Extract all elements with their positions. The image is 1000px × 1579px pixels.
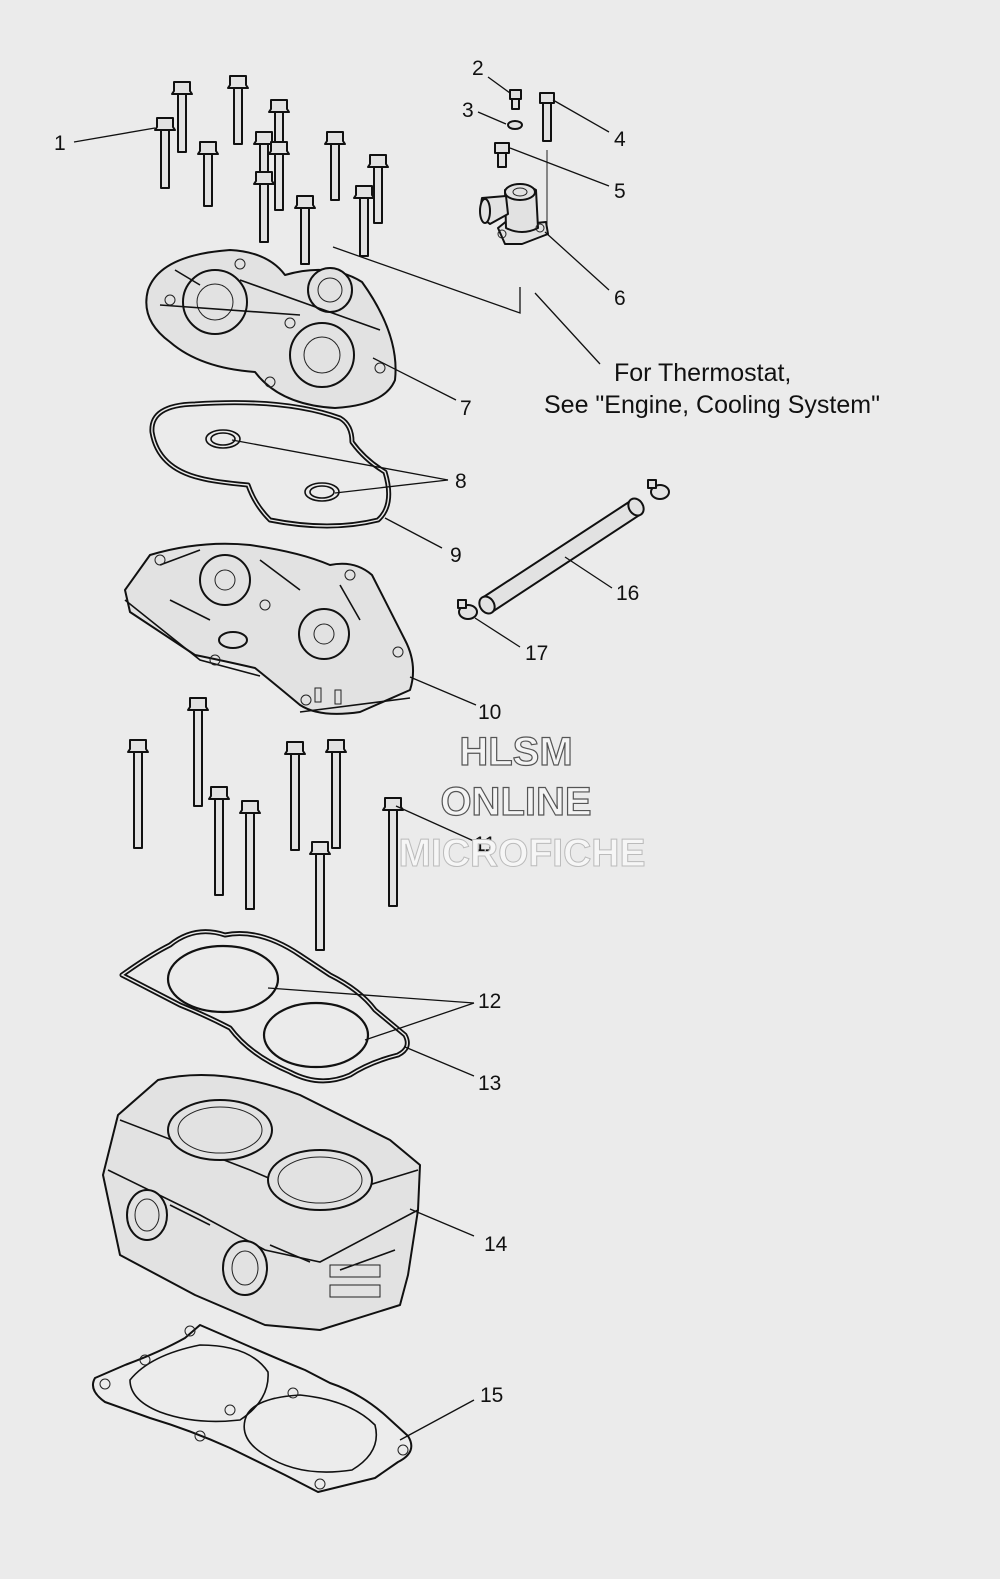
bolt-part-5 — [494, 142, 510, 168]
callout-4: 4 — [614, 128, 626, 151]
bolt-part-11 — [208, 786, 230, 896]
callout-3: 3 — [462, 99, 474, 122]
head-gasket-part-9 — [149, 400, 392, 529]
bolt-part-1 — [294, 195, 316, 265]
callout-17: 17 — [525, 642, 548, 665]
callout-15: 15 — [480, 1384, 503, 1407]
thermostat-note-line-1: For Thermostat, — [614, 359, 791, 387]
bolt-part-1 — [253, 171, 275, 243]
bolt-part-1 — [197, 141, 219, 207]
callout-8: 8 — [455, 470, 467, 493]
bolt-part-11 — [127, 739, 149, 849]
callout-13: 13 — [478, 1072, 501, 1095]
bolt-part-1 — [268, 141, 290, 211]
callout-5: 5 — [614, 180, 626, 203]
bolt-part-1 — [324, 131, 346, 201]
callout-12: 12 — [478, 990, 501, 1013]
screw-part-2 — [509, 89, 522, 110]
callout-14: 14 — [484, 1233, 508, 1256]
callout-11: 11 — [474, 833, 496, 856]
o-rings-part-12 — [166, 944, 370, 1069]
cylinder-block-part-14 — [102, 1074, 421, 1331]
callout-10: 10 — [478, 701, 501, 724]
washer-part-3 — [507, 120, 523, 130]
bolt-part-4 — [539, 92, 555, 142]
watermark-line-3: MICROFICHE — [399, 832, 646, 875]
base-gasket-part-15 — [92, 1324, 413, 1493]
leader-lines — [73, 76, 613, 1441]
callout-labels: 1 2 3 4 5 6 7 8 9 10 11 12 13 14 15 16 1… — [54, 57, 639, 1407]
thermostat-note-line-2: See "Engine, Cooling System" — [544, 391, 880, 419]
callout-7: 7 — [460, 397, 472, 420]
watermark-line-2: ONLINE — [440, 780, 591, 824]
callout-16: 16 — [616, 582, 639, 605]
cylinder-head-cover-part-7 — [145, 249, 397, 409]
cylinder-head-bolts — [127, 697, 404, 951]
bolt-part-11 — [187, 697, 209, 807]
callout-9: 9 — [450, 544, 462, 567]
bolt-part-1 — [367, 154, 389, 224]
bolt-part-11 — [239, 800, 261, 910]
bolt-part-1 — [227, 75, 249, 145]
head-gasket-part-13 — [119, 929, 410, 1084]
thermostat-housing-group — [479, 89, 555, 245]
o-rings-part-8 — [205, 429, 340, 502]
bolt-part-1 — [154, 117, 176, 189]
bolt-part-1 — [353, 185, 375, 257]
callout-6: 6 — [614, 287, 626, 310]
bolt-part-1 — [171, 81, 193, 153]
thermostat-housing-part-6 — [479, 183, 549, 245]
bolt-part-11 — [284, 741, 306, 851]
callout-1: 1 — [54, 132, 66, 155]
cylinder-head-part-10 — [124, 542, 415, 715]
head-cover-bolts — [154, 75, 389, 265]
bolt-part-11 — [309, 841, 331, 951]
callout-2: 2 — [472, 57, 484, 80]
hose-clamps-part-17 — [457, 479, 670, 620]
watermark-line-1: HLSM — [459, 730, 572, 774]
hose-part-16 — [478, 497, 645, 615]
watermark: HLSM ONLINE MICROFICHE — [398, 729, 646, 875]
bolt-part-11 — [325, 739, 347, 849]
